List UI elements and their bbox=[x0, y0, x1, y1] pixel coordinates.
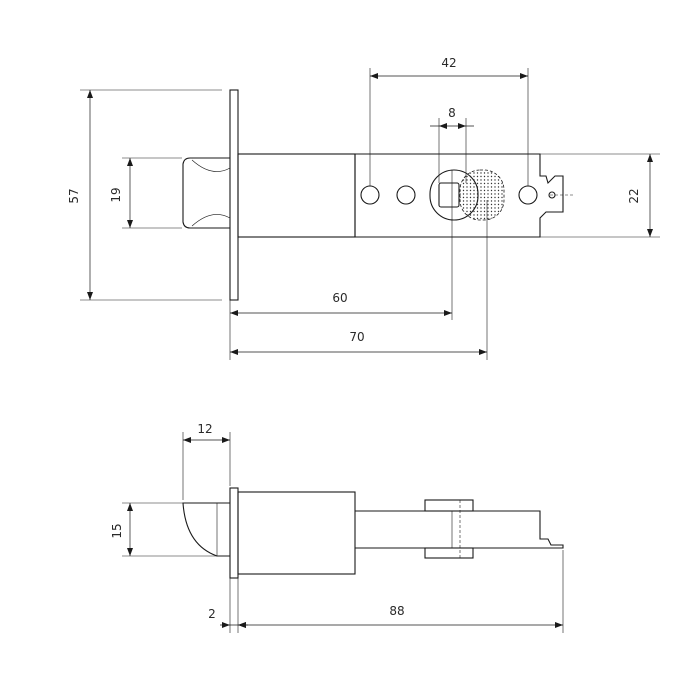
mounting-hole-2 bbox=[396, 185, 416, 205]
side-latch-bolt bbox=[182, 502, 230, 557]
dim-70-label: 70 bbox=[349, 330, 364, 344]
latch-body bbox=[237, 153, 356, 238]
dim-2-label: 2 bbox=[208, 607, 216, 621]
dim-15-label: 15 bbox=[110, 523, 124, 538]
dim-42-label: 42 bbox=[441, 56, 456, 70]
dim-12-label: 12 bbox=[197, 422, 212, 436]
top-view: 57 19 42 8 22 60 bbox=[67, 56, 660, 360]
side-follower-bottom bbox=[424, 547, 474, 559]
side-tail-bar bbox=[355, 510, 564, 549]
side-view: 12 15 2 88 bbox=[110, 422, 564, 633]
dim-60-label: 60 bbox=[332, 291, 347, 305]
latch-bolt bbox=[182, 157, 230, 229]
side-faceplate bbox=[229, 487, 239, 579]
spindle-square bbox=[438, 182, 460, 208]
mounting-hole-1 bbox=[360, 185, 380, 205]
mounting-hole-3 bbox=[518, 185, 538, 205]
side-body bbox=[237, 491, 356, 575]
dim-57-label: 57 bbox=[67, 188, 81, 203]
side-follower-top bbox=[424, 499, 474, 512]
faceplate bbox=[229, 89, 239, 301]
dim-19-label: 19 bbox=[109, 187, 123, 202]
dim-88-label: 88 bbox=[389, 604, 404, 618]
dim-22-label: 22 bbox=[627, 188, 641, 203]
latch-bolt-curve bbox=[191, 159, 231, 227]
dim-8-label: 8 bbox=[448, 106, 456, 120]
follower-dotted-area bbox=[459, 169, 505, 221]
spindle-follower bbox=[429, 169, 479, 221]
